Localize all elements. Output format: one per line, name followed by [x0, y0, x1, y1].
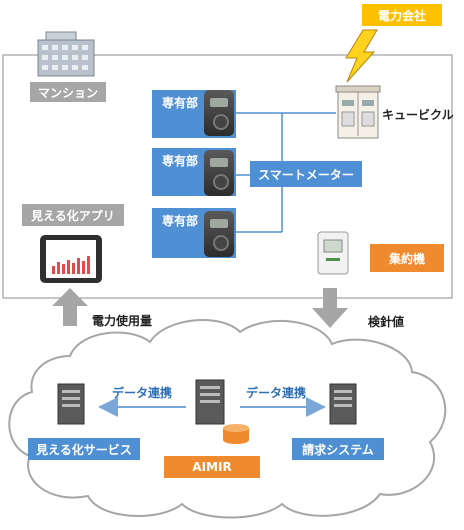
smart-meter-icon-1 — [204, 90, 234, 136]
cloud-shape — [8, 319, 447, 519]
power-usage-arrow — [52, 288, 88, 326]
visualization-app-label: 見える化アプリ — [22, 204, 124, 226]
cubicle-label: キュービクル — [382, 108, 454, 122]
aimir-label: AIMIR — [164, 456, 260, 478]
mansion-building-icon — [37, 31, 95, 77]
tablet-icon — [40, 235, 102, 283]
meter-reading-label: 検針値 — [368, 315, 405, 329]
smart-meter-icon-2 — [204, 150, 234, 196]
aimir-server-icon — [195, 379, 225, 425]
building-frame — [2, 54, 453, 299]
database-icon — [223, 424, 249, 444]
lightning-bolt-icon — [345, 29, 378, 83]
concentrator-label: 集約機 — [370, 244, 444, 272]
visualization-server-icon — [57, 383, 85, 425]
data-link-right-label: データ連携 — [246, 386, 307, 400]
concentrator-device-icon — [317, 231, 349, 275]
billing-system-label: 請求システム — [292, 438, 384, 460]
data-link-left-label: データ連携 — [112, 386, 173, 400]
smart-meter-icon-3 — [204, 211, 234, 257]
power-company-label: 電力会社 — [362, 4, 442, 26]
mansion-label: マンション — [30, 82, 106, 102]
cubicle-icon — [335, 85, 381, 139]
visualization-service-label: 見える化サービス — [28, 438, 140, 460]
power-usage-label: 電力使用量 — [92, 314, 153, 328]
billing-server-icon — [329, 383, 357, 425]
smart-meter-label: スマートメーター — [250, 161, 362, 187]
meter-reading-arrow — [312, 288, 348, 328]
